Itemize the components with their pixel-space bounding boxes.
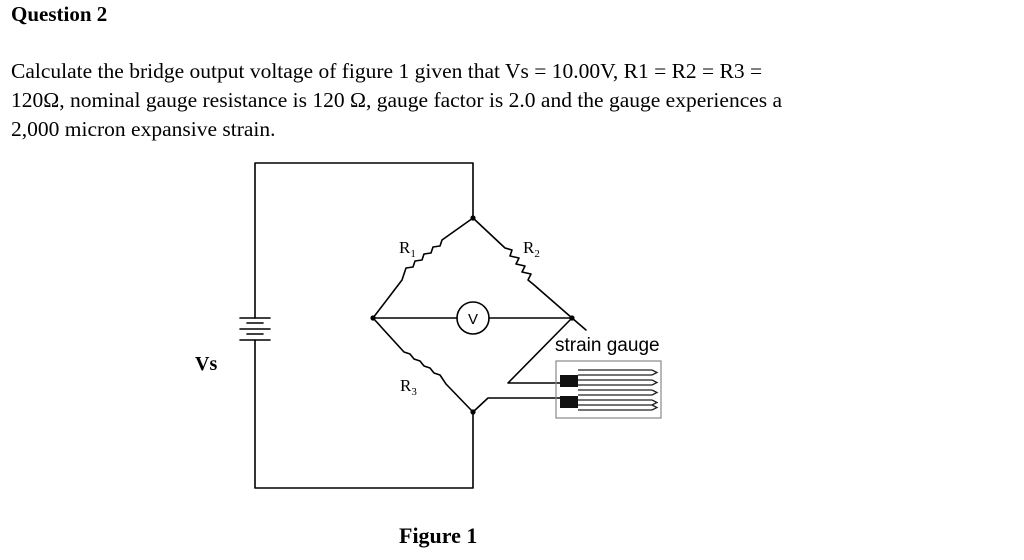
r3-label: R3 [400, 376, 417, 398]
wire-left-top [254, 162, 474, 319]
r3-subscript: 3 [411, 386, 417, 398]
problem-line-3: 2,000 micron expansive strain. [11, 117, 276, 141]
voltmeter-label: V [468, 311, 478, 328]
voltmeter-circle [456, 301, 490, 335]
node-bottom [470, 409, 476, 415]
r1-label: R1 [399, 238, 416, 260]
r2-letter: R [523, 238, 535, 257]
node-left [370, 315, 376, 321]
figure-caption: Figure 1 [399, 523, 477, 548]
r3-letter: R [400, 376, 412, 395]
strain-gauge-element [555, 360, 662, 419]
bridge-nodes [370, 215, 575, 415]
strain-gauge-leader [571, 317, 587, 331]
r1-subscript: 1 [410, 248, 416, 260]
r2-label: R2 [523, 238, 540, 260]
problem-line-2: 120Ω, nominal gauge resistance is 120 Ω,… [11, 88, 783, 112]
wire-gauge-lower [472, 397, 573, 413]
r2-subscript: 2 [534, 248, 540, 260]
resistor-r3 [372, 317, 474, 413]
wire-left-bottom [254, 339, 474, 489]
strain-gauge-label: strain gauge [555, 335, 660, 356]
wire-gauge-upper [507, 317, 573, 384]
battery-symbol [239, 317, 271, 341]
problem-line-1: Calculate the bridge output voltage of f… [11, 59, 763, 83]
resistor-r2 [472, 217, 573, 319]
r1-letter: R [399, 238, 411, 257]
question-heading: Question 2 [11, 2, 108, 26]
resistor-r1 [372, 217, 474, 319]
node-top [470, 215, 476, 221]
problem-statement: Calculate the bridge output voltage of f… [11, 57, 1011, 144]
vs-label: Vs [195, 353, 217, 375]
node-right [569, 315, 575, 321]
